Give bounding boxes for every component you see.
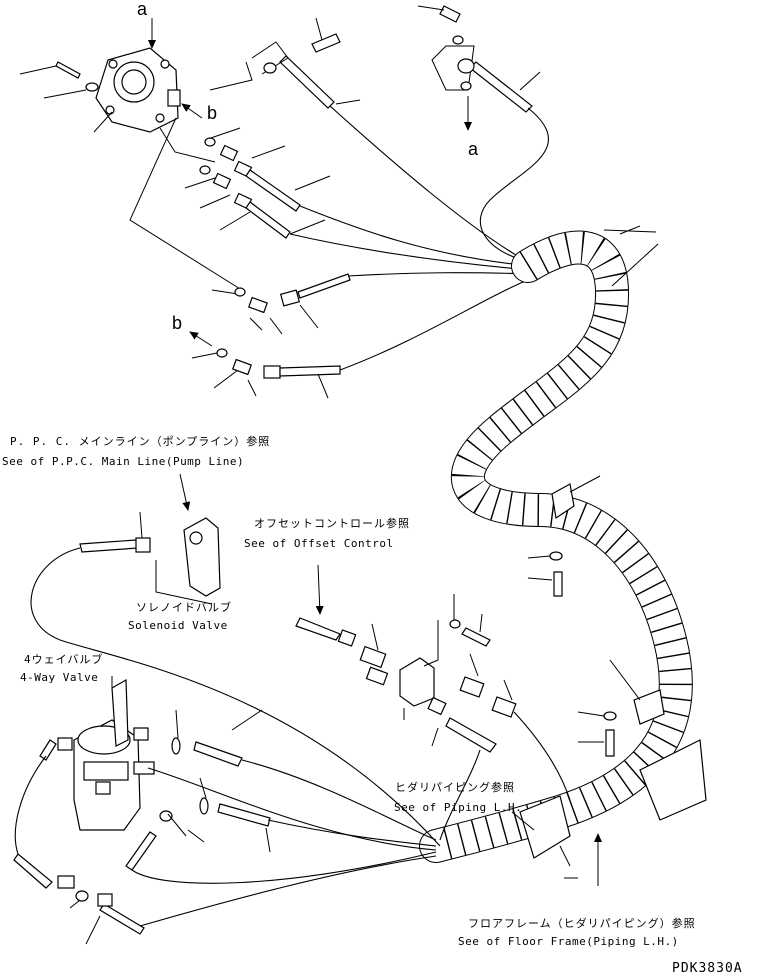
offset-control-fittings	[295, 594, 571, 801]
offset-control-label-en: See of Offset Control	[244, 537, 394, 550]
four-way-valve-label-jp: 4ウェイバルブ	[24, 653, 104, 666]
upper-leader-lines	[129, 117, 331, 399]
upper-hose-bundle	[289, 105, 549, 371]
offset-control-label-jp: オフセットコントロール参照	[254, 517, 410, 530]
bolt-icon	[527, 551, 617, 757]
four-way-valve-label-en: 4-Way Valve	[20, 671, 99, 684]
piping-lh-label-jp: ヒダリパイピング参照	[395, 781, 515, 794]
ref-label-a-top: a	[137, 0, 148, 19]
four-way-valve-icon	[57, 676, 155, 831]
four-way-hoses	[13, 709, 481, 945]
ppc-main-line-label-en: See of P.P.C. Main Line(Pump Line)	[2, 455, 245, 468]
clamp-icon	[511, 475, 707, 867]
solenoid-valve-icon	[30, 511, 441, 847]
ppc-main-line-label-jp: P. P. C. メインライン（ポンプライン）参照	[10, 435, 271, 448]
bolt-icon	[19, 61, 81, 79]
floor-frame-leaders	[564, 225, 659, 879]
spiral-protector-icon	[419, 230, 693, 863]
upper-bracket	[209, 17, 361, 105]
floor-frame-label-en: See of Floor Frame(Piping L.H.)	[458, 935, 679, 948]
top-right-fitting	[417, 5, 541, 91]
washer-icon	[43, 82, 113, 133]
solenoid-valve-label-jp: ソレノイドバルブ	[136, 601, 232, 614]
floor-frame-label-jp: フロアフレーム（ヒダリパイピング）参照	[468, 917, 696, 930]
piping-lh-label-en: See of Piping L.H.	[394, 801, 523, 814]
fitting-icon	[199, 137, 301, 379]
arrow-icon	[148, 18, 602, 886]
ref-label-a-right: a	[468, 139, 479, 159]
hose-icon	[245, 55, 533, 377]
solenoid-valve-label-en: Solenoid Valve	[128, 619, 228, 632]
ref-label-b-left: b	[172, 313, 183, 333]
drawing-code: PDK3830A	[672, 961, 743, 976]
upper-valve-body	[95, 47, 181, 133]
ref-label-b-top: b	[207, 103, 218, 123]
